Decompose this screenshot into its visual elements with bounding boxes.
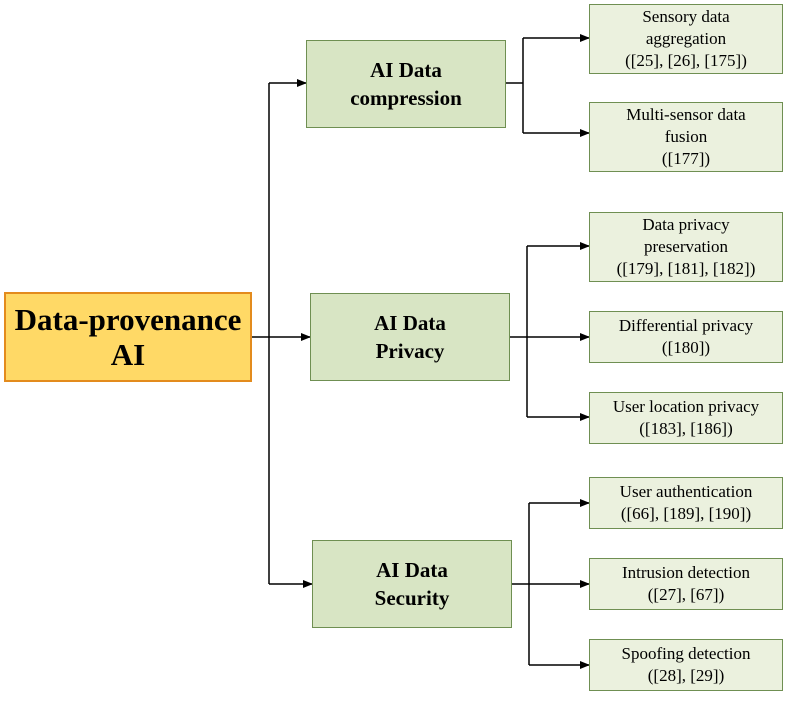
leaf-node-sensory-data-aggregation: Sensory data aggregation ([25], [26], [1…	[589, 4, 783, 74]
leaf-fusion-line-1: Multi-sensor data	[626, 105, 746, 124]
leaf-preservation-line-3: ([179], [181], [182])	[616, 259, 756, 278]
category-compression-line-1: AI Data	[370, 58, 442, 82]
leaf-preservation-line-2: preservation	[643, 237, 729, 256]
leaf-fusion-line-3: ([177])	[661, 149, 711, 168]
leaf-intrusion-line-2: ([27], [67])	[647, 585, 725, 604]
root-node-data-provenance-ai: Data-provenance AI	[4, 292, 252, 382]
leaf-authentication-line-2: ([66], [189], [190])	[620, 504, 752, 523]
leaf-differential-line-1: Differential privacy	[618, 316, 754, 335]
leaf-node-multi-sensor-data-fusion: Multi-sensor data fusion ([177])	[589, 102, 783, 172]
category-privacy-line-1: AI Data	[374, 311, 446, 335]
leaf-node-differential-privacy: Differential privacy ([180])	[589, 311, 783, 363]
leaf-spoofing-line-1: Spoofing detection	[621, 644, 751, 663]
root-node-line-1: Data-provenance	[14, 302, 242, 337]
leaf-preservation-line-1: Data privacy	[642, 215, 730, 234]
leaf-location-line-1: User location privacy	[612, 397, 760, 416]
category-node-ai-data-security: AI Data Security	[312, 540, 512, 628]
category-security-line-2: Security	[374, 586, 450, 610]
leaf-node-intrusion-detection: Intrusion detection ([27], [67])	[589, 558, 783, 610]
leaf-spoofing-line-2: ([28], [29])	[647, 666, 725, 685]
leaf-node-data-privacy-preservation: Data privacy preservation ([179], [181],…	[589, 212, 783, 282]
category-node-ai-data-compression: AI Data compression	[306, 40, 506, 128]
category-compression-line-2: compression	[350, 86, 462, 110]
root-node-line-2: AI	[110, 337, 146, 372]
category-security-line-1: AI Data	[376, 558, 448, 582]
leaf-intrusion-line-1: Intrusion detection	[622, 563, 750, 582]
leaf-node-user-authentication: User authentication ([66], [189], [190])	[589, 477, 783, 529]
leaf-authentication-line-1: User authentication	[619, 482, 753, 501]
leaf-node-spoofing-detection: Spoofing detection ([28], [29])	[589, 639, 783, 691]
leaf-sensory-line-3: ([25], [26], [175])	[625, 51, 747, 70]
leaf-sensory-line-1: Sensory data	[642, 7, 730, 26]
leaf-location-line-2: ([183], [186])	[639, 419, 733, 438]
leaf-fusion-line-2: fusion	[664, 127, 708, 146]
leaf-node-user-location-privacy: User location privacy ([183], [186])	[589, 392, 783, 444]
leaf-differential-line-2: ([180])	[661, 338, 711, 357]
category-privacy-line-2: Privacy	[375, 339, 445, 363]
category-node-ai-data-privacy: AI Data Privacy	[310, 293, 510, 381]
leaf-sensory-line-2: aggregation	[645, 29, 727, 48]
